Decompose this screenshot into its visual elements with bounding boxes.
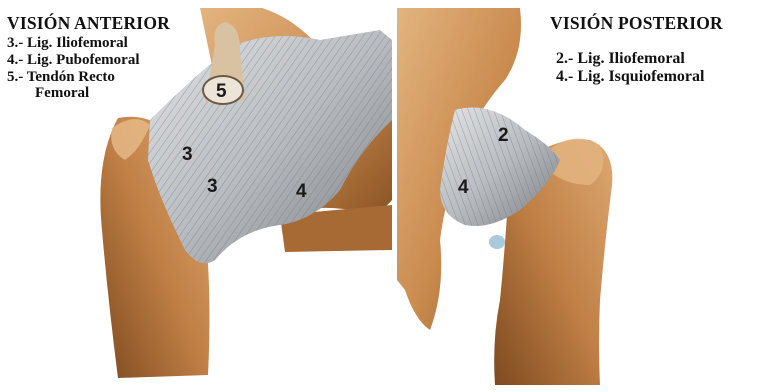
posterior-marker-2: 2 <box>498 125 509 146</box>
posterior-title: VISIÓN POSTERIOR <box>550 14 723 32</box>
anterior-legend-item-5: 5.- Tendón Recto <box>7 70 170 86</box>
posterior-legend-item-4: 4.- Lig. Isquiofemoral <box>550 69 723 86</box>
anterior-title: VISIÓN ANTERIOR <box>7 14 170 32</box>
anterior-marker-3a: 3 <box>182 144 193 165</box>
posterior-legend: VISIÓN POSTERIOR 2.- Lig. Iliofemoral 4.… <box>550 14 723 86</box>
anterior-marker-5: 5 <box>216 81 227 102</box>
posterior-legend-item-2: 2.- Lig. Iliofemoral <box>550 51 723 68</box>
posterior-marker-4: 4 <box>458 177 469 198</box>
anterior-legend-item-3: 3.- Lig. Iliofemoral <box>7 36 170 52</box>
anterior-legend: VISIÓN ANTERIOR 3.- Lig. Iliofemoral 4.-… <box>7 14 170 101</box>
anterior-legend-item-5-continuation: Femoral <box>7 86 170 102</box>
posterior-cartilage <box>489 235 505 249</box>
anterior-marker-4: 4 <box>296 181 307 202</box>
anterior-legend-item-4: 4.- Lig. Pubofemoral <box>7 53 170 69</box>
anterior-marker-3b: 3 <box>207 176 218 197</box>
